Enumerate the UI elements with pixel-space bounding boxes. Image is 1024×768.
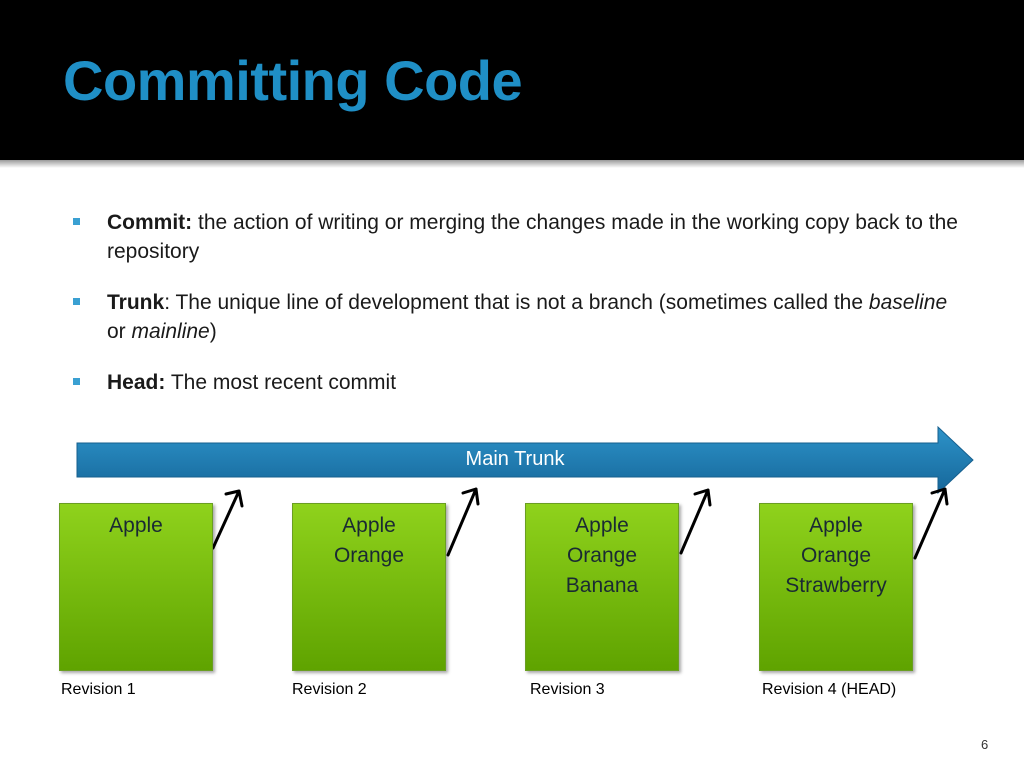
bullet-emphasis: mainline bbox=[131, 320, 210, 343]
main-trunk-label: Main Trunk bbox=[465, 448, 565, 470]
file-item: Banana bbox=[565, 574, 639, 597]
revision-label-2: Revision 2 bbox=[292, 681, 367, 698]
commit-arrow-icon bbox=[679, 488, 712, 555]
commit-arrow-icon bbox=[913, 487, 949, 560]
commit-arrow-icon bbox=[446, 487, 480, 557]
bullet-head: Head: The most recent commit bbox=[70, 368, 970, 397]
bullet-text: The most recent commit bbox=[165, 371, 397, 394]
revision-box-3: Apple Orange Banana bbox=[525, 503, 679, 671]
slide-title: Committing Code bbox=[63, 49, 523, 112]
bullet-text: : The unique line of development that is… bbox=[164, 291, 869, 314]
file-item: Orange bbox=[566, 544, 638, 567]
square-bullet-icon bbox=[73, 378, 80, 385]
bullet-commit: Commit: the action of writing or merging… bbox=[70, 208, 970, 266]
square-bullet-icon bbox=[73, 218, 80, 225]
revision-box-2: Apple Orange bbox=[292, 503, 446, 671]
file-item: Strawberry bbox=[785, 574, 887, 597]
title-divider bbox=[0, 160, 1024, 168]
page-number: 6 bbox=[981, 737, 989, 752]
square-bullet-icon bbox=[73, 298, 80, 305]
bullet-text: or bbox=[107, 320, 132, 343]
title-band bbox=[0, 0, 1024, 160]
bullet-text: the action of writing or merging the cha… bbox=[107, 211, 958, 263]
bullet-trunk: Trunk: The unique line of development th… bbox=[70, 288, 970, 346]
bullet-term: Head: bbox=[107, 371, 166, 394]
file-item: Orange bbox=[800, 544, 872, 567]
revision-box-4: Apple Orange Strawberry bbox=[759, 503, 913, 671]
bullet-term: Commit: bbox=[107, 211, 193, 234]
file-item: Apple bbox=[575, 514, 629, 537]
bullet-term: Trunk bbox=[107, 291, 165, 314]
file-item: Orange bbox=[333, 544, 405, 567]
revision-label-3: Revision 3 bbox=[530, 681, 605, 698]
commit-arrow-icon bbox=[211, 489, 244, 550]
file-item: Apple bbox=[342, 514, 396, 537]
file-item: Apple bbox=[809, 514, 863, 537]
bullet-list: Commit: the action of writing or merging… bbox=[70, 208, 970, 419]
file-item: Apple bbox=[109, 514, 163, 537]
bullet-text: ) bbox=[209, 320, 217, 343]
revision-label-1: Revision 1 bbox=[61, 681, 136, 698]
revision-label-4: Revision 4 (HEAD) bbox=[762, 681, 897, 698]
revision-box-1: Apple bbox=[59, 503, 213, 671]
bullet-emphasis: baseline bbox=[868, 291, 948, 314]
